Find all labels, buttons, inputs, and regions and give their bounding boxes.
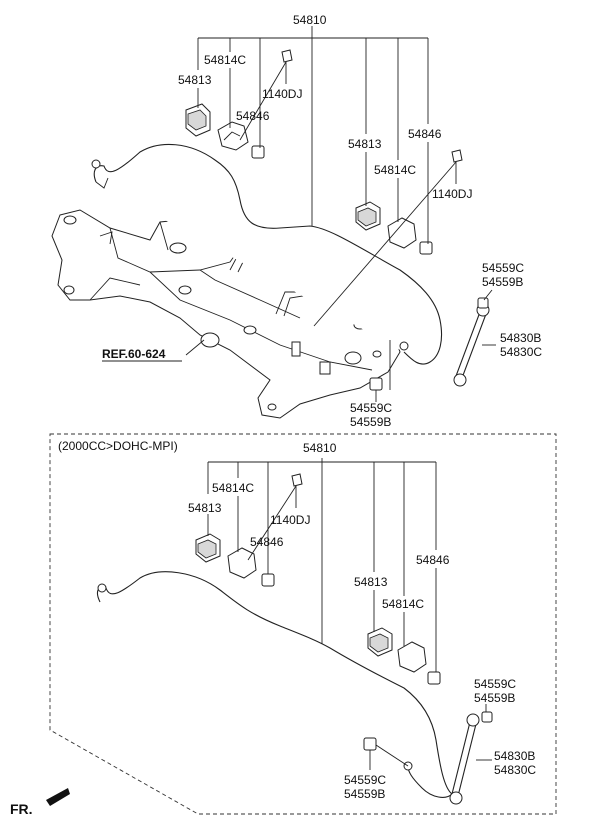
front-indicator: FR. [10,788,70,817]
link-nut-top-lower [369,377,383,391]
stabilizer-bar-bottom [97,571,453,798]
link-nut-bottom-lower [363,737,377,751]
bolt-top-left [239,49,293,141]
bottom-assembly: (2000CC>DOHC-MPI) [49,433,557,815]
nut-top-left [251,145,265,159]
top-assembly: 54810 54814C 54813 1140DJ 54846 54813 54… [51,13,542,429]
label-lower-nut-bottom-b: 54559B [344,787,385,801]
bracket-bottom-left [227,547,257,579]
bracket-top-right [387,217,417,249]
bushing-top-left [185,103,211,137]
bushing-top-right [355,201,381,231]
ref-label: REF.60-624 [102,347,166,361]
label-bracket-top-left: 54814C [204,53,246,67]
label-bushing-bottom-right: 54813 [354,575,388,589]
label-nut-top-left: 54846 [236,109,270,123]
leader-lines-bottom [207,458,492,770]
nut-bottom-left [261,573,275,587]
label-bolt-top-left: 1140DJ [262,87,302,101]
label-lower-nut-top-b: 54559B [350,415,391,429]
bolt-bottom-left [247,473,303,561]
label-bushing-top-left: 54813 [178,73,212,87]
label-lower-nut-top-a: 54559C [350,401,392,415]
bracket-top-left [217,121,249,151]
label-link-nut-bottom-a: 54559C [474,677,516,691]
label-bushing-top-right: 54813 [348,137,382,151]
label-link-top-b: 54830C [500,345,542,359]
leader-lines-top [185,26,496,402]
nut-bottom-right [427,671,441,685]
bracket-bottom-right [397,641,427,673]
label-bracket-bottom-left: 54814C [212,481,254,495]
stabilizer-link-top [453,297,490,387]
stabilizer-bar-top [91,143,443,365]
label-lower-nut-bottom-a: 54559C [344,773,386,787]
label-nut-bottom-right: 54846 [416,553,450,567]
bushing-bottom-right [367,627,393,657]
label-bolt-top-right: 1140DJ [432,187,472,201]
label-nut-bottom-left: 54846 [250,535,284,549]
nut-top-right [419,241,433,255]
label-link-bottom-b: 54830C [494,763,536,777]
front-label: FR. [10,801,33,817]
bushing-bottom-left [195,533,221,563]
label-stabilizer-bar-bottom: 54810 [303,441,337,455]
label-link-nut-bottom-b: 54559B [474,691,515,705]
front-arrow-icon [46,788,70,806]
label-bolt-bottom-left: 1140DJ [270,513,310,527]
stabilizer-link-bottom [449,711,493,805]
label-nut-top-right: 54846 [408,127,442,141]
label-bushing-bottom-left: 54813 [188,501,222,515]
variant-caption: (2000CC>DOHC-MPI) [58,439,178,453]
label-link-nut-top-a: 54559C [482,261,524,275]
label-link-bottom-a: 54830B [494,749,535,763]
variant-box [49,433,557,815]
label-link-top-a: 54830B [500,331,541,345]
subframe [51,209,401,419]
bolt-top-right [313,149,463,327]
label-bracket-bottom-right: 54814C [382,597,424,611]
label-bracket-top-right: 54814C [374,163,416,177]
label-stabilizer-bar-top: 54810 [293,13,327,27]
label-link-nut-top-b: 54559B [482,275,523,289]
